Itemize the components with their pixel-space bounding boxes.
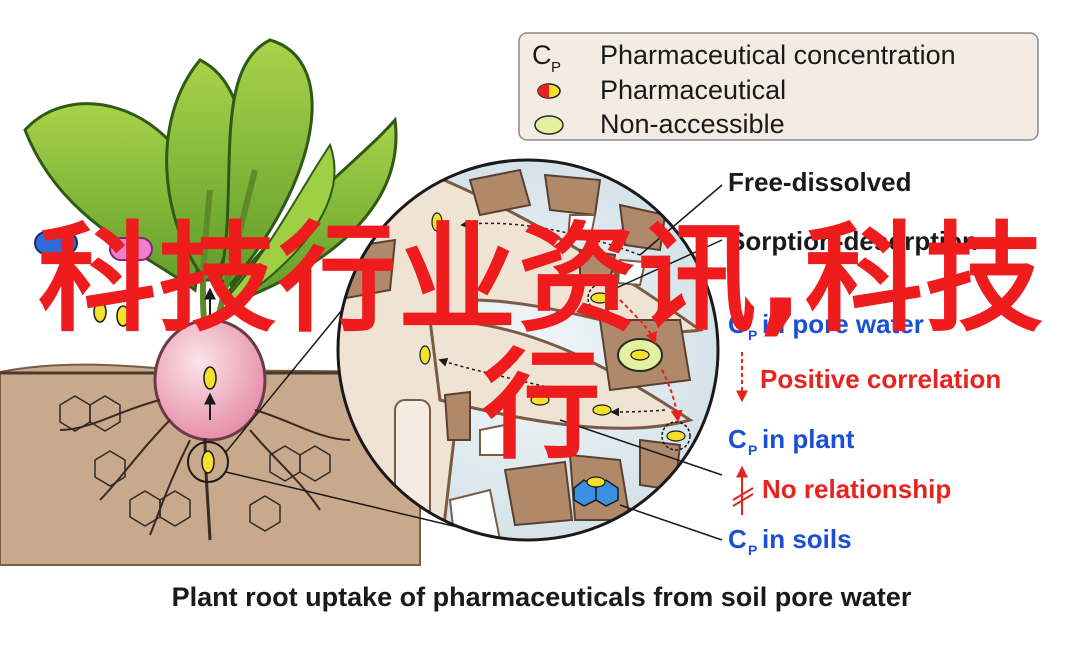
pharmaceutical-dot <box>419 345 431 365</box>
stem <box>212 169 258 331</box>
soil-particle <box>579 248 617 282</box>
pharmaceutical-dot <box>201 450 215 474</box>
leader-line <box>619 504 723 541</box>
exchange-arrow <box>661 369 683 423</box>
no-relationship-slash <box>732 493 754 507</box>
soil-particle <box>468 168 532 217</box>
label-cp-pore-water-sub: P <box>748 327 757 343</box>
fine-root <box>99 419 171 501</box>
legend-label-pharmaceutical: Pharmaceutical <box>600 75 786 105</box>
magnified-circle-border <box>336 158 720 542</box>
pharmaceutical-dot <box>630 349 650 361</box>
label-cp-pore-water: in pore water <box>762 309 924 339</box>
leader-line <box>559 419 723 476</box>
label-sorption-desorption: Sorption-desorption <box>728 226 978 256</box>
fine-root <box>149 439 191 536</box>
legend-cp-subscript: P <box>551 59 561 76</box>
label-cp-plant-symbol: C <box>728 424 747 454</box>
transport-arrow <box>610 407 666 417</box>
leader-line <box>639 184 723 256</box>
pharmaceutical-dot <box>93 301 107 323</box>
legend-cp-symbol: C <box>532 40 552 70</box>
soil-particle <box>618 203 667 252</box>
exchange-arrow <box>619 299 657 345</box>
label-cp-plant: in plant <box>762 424 855 454</box>
sorption-site <box>587 283 617 313</box>
fine-root <box>59 399 161 431</box>
pharmaceutical-dot <box>530 394 550 406</box>
pharmaceutical-dot <box>116 305 130 327</box>
white-particle <box>566 214 597 242</box>
label-free-dissolved: Free-dissolved <box>728 167 912 197</box>
leaf <box>223 142 336 307</box>
label-cp-soils-sub: P <box>748 542 757 558</box>
label-positive-correlation: Positive correlation <box>760 364 1001 394</box>
magnified-soil-view <box>336 158 720 542</box>
leader-line <box>611 239 723 291</box>
figure-caption: Plant root uptake of pharmaceuticals fro… <box>171 582 912 612</box>
watermark-overlay-line2: 行 <box>482 337 601 475</box>
blue-capsule <box>34 231 78 255</box>
taproot <box>203 437 212 541</box>
stem <box>199 189 213 331</box>
pharmaceutical-dot <box>203 366 217 390</box>
pharmaceutical-dot <box>586 476 606 488</box>
zoom-line <box>225 471 471 531</box>
label-cp-soils-symbol: C <box>728 524 747 554</box>
transport-arrow <box>438 358 581 396</box>
pharmaceutical-markers <box>34 231 217 474</box>
soil-particle <box>443 390 471 441</box>
white-particle <box>479 423 506 456</box>
label-cp-soils: in soils <box>762 524 852 554</box>
legend-box <box>518 32 1039 141</box>
legend-label-non-accessible: Non-accessible <box>600 109 785 139</box>
label-no-relationship: No relationship <box>762 474 951 504</box>
fine-root <box>249 429 321 511</box>
legend: C P Pharmaceutical concentration Pharmac… <box>518 32 1039 141</box>
pharmaceutical-dot <box>431 212 443 232</box>
pharmaceutical-dot <box>666 430 686 442</box>
transport-arrow <box>460 219 641 256</box>
watermark-overlay-line1: 科技行业资讯,科技 <box>38 210 1045 348</box>
legend-label-concentration: Pharmaceutical concentration <box>600 40 956 70</box>
legend-pharmaceutical-icon-red-half <box>538 84 549 98</box>
soil-particle <box>503 460 574 527</box>
label-cp-plant-sub: P <box>748 442 757 458</box>
legend-non-accessible-icon <box>534 115 564 135</box>
fine-root <box>254 409 351 441</box>
label-cp-pore-water-symbol: C <box>728 309 747 339</box>
magnify-spot <box>187 441 229 483</box>
no-relationship-slash <box>732 487 754 501</box>
root-cross-section <box>428 318 694 430</box>
soil-particle <box>543 173 602 217</box>
process-labels: Free-dissolved Sorption-desorption C P i… <box>559 167 1001 558</box>
pink-capsule <box>109 237 153 261</box>
pharmaceutical-dot <box>590 292 610 304</box>
